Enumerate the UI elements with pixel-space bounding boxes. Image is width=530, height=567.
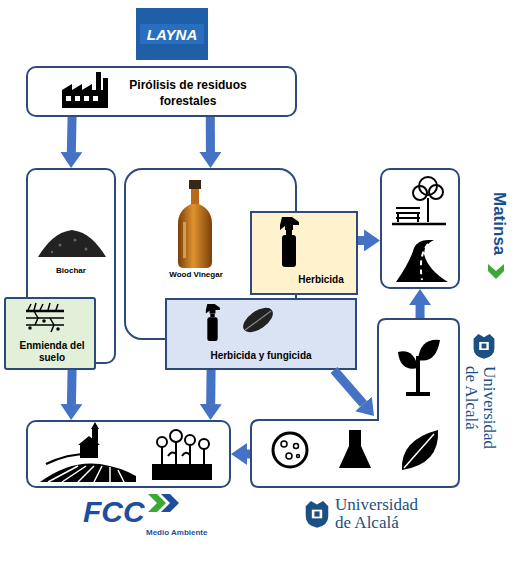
partner-box: Matinsa — [380, 168, 460, 289]
flow-arrow — [67, 370, 77, 404]
logo-text: FCC — [83, 496, 145, 528]
flow-arrow — [358, 236, 364, 245]
flow-arrow — [67, 117, 77, 152]
partner-box: Universidad de AlcaláUniversidad de Alca… — [250, 318, 460, 488]
logo-text: Universidad de Alcalá — [335, 496, 431, 532]
application-box: Herbicida y fungicida — [165, 298, 357, 370]
flow-arrow — [334, 370, 364, 404]
box-outline — [251, 319, 459, 487]
logo-text: Medio Ambiente — [146, 528, 207, 538]
box-outline — [250, 318, 460, 488]
logo-chevron — [488, 264, 504, 279]
flow-arrow — [206, 117, 215, 152]
logo-text: Universidad de Alcalá — [462, 366, 498, 458]
application-box: Herbicida — [250, 211, 358, 295]
box-text: Herbicida y fungicida — [167, 350, 355, 362]
flow-arrow — [247, 450, 250, 459]
university-crest — [306, 501, 329, 528]
logo-text: LAYNA — [136, 8, 208, 60]
box-text: Herbicida — [286, 274, 356, 286]
university-crest — [474, 334, 495, 359]
logo-box — [136, 8, 208, 60]
application-box: FCCMedio Ambiente — [26, 420, 231, 488]
box-text: Wood Vinegar — [156, 270, 236, 280]
process-box: Pirólisis de residuos forestales — [26, 66, 297, 117]
box-text: Biochar — [28, 266, 114, 276]
flow-arrow — [416, 305, 425, 318]
logo-text: Matinsa — [490, 192, 508, 255]
box-text: Enmienda del suelo — [12, 340, 92, 364]
box-text: Pirólisis de residuos forestales — [108, 77, 268, 109]
flow-arrow — [206, 370, 215, 404]
application-box: Enmienda del suelo — [4, 297, 96, 370]
logo-chevrons — [148, 494, 179, 512]
